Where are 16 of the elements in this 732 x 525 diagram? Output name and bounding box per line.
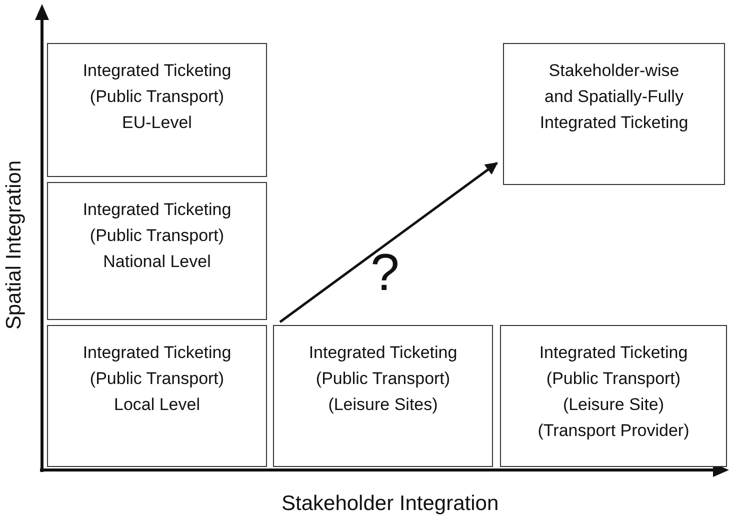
- box-text: Integrated Ticketing (Public Transport) (Leisure Sites): [308, 342, 458, 416]
- box-text: Integrated Ticketing (Public Transport) (Leisure Site) (Transport Provider): [536, 342, 690, 442]
- axis-title: Spatial Integration: [2, 160, 26, 330]
- category-box: [500, 325, 727, 467]
- edge-label: ?: [370, 246, 400, 298]
- axis-title: Stakeholder Integration: [282, 492, 499, 516]
- arrow: [279, 162, 498, 323]
- category-box: [47, 325, 267, 467]
- box-text: Integrated Ticketing (Public Transport) National Level: [82, 199, 232, 273]
- box-text: Integrated Ticketing (Public Transport) EU-Level: [82, 60, 232, 134]
- category-box: [273, 325, 493, 467]
- box-text: Integrated Ticketing (Public Transport) Local Level: [82, 342, 232, 416]
- category-box: [47, 182, 267, 320]
- box-text: Stakeholder-wise and Spatially-Fully Integrated Ticketing: [538, 60, 690, 134]
- category-box: [47, 43, 267, 177]
- category-box: [503, 43, 725, 185]
